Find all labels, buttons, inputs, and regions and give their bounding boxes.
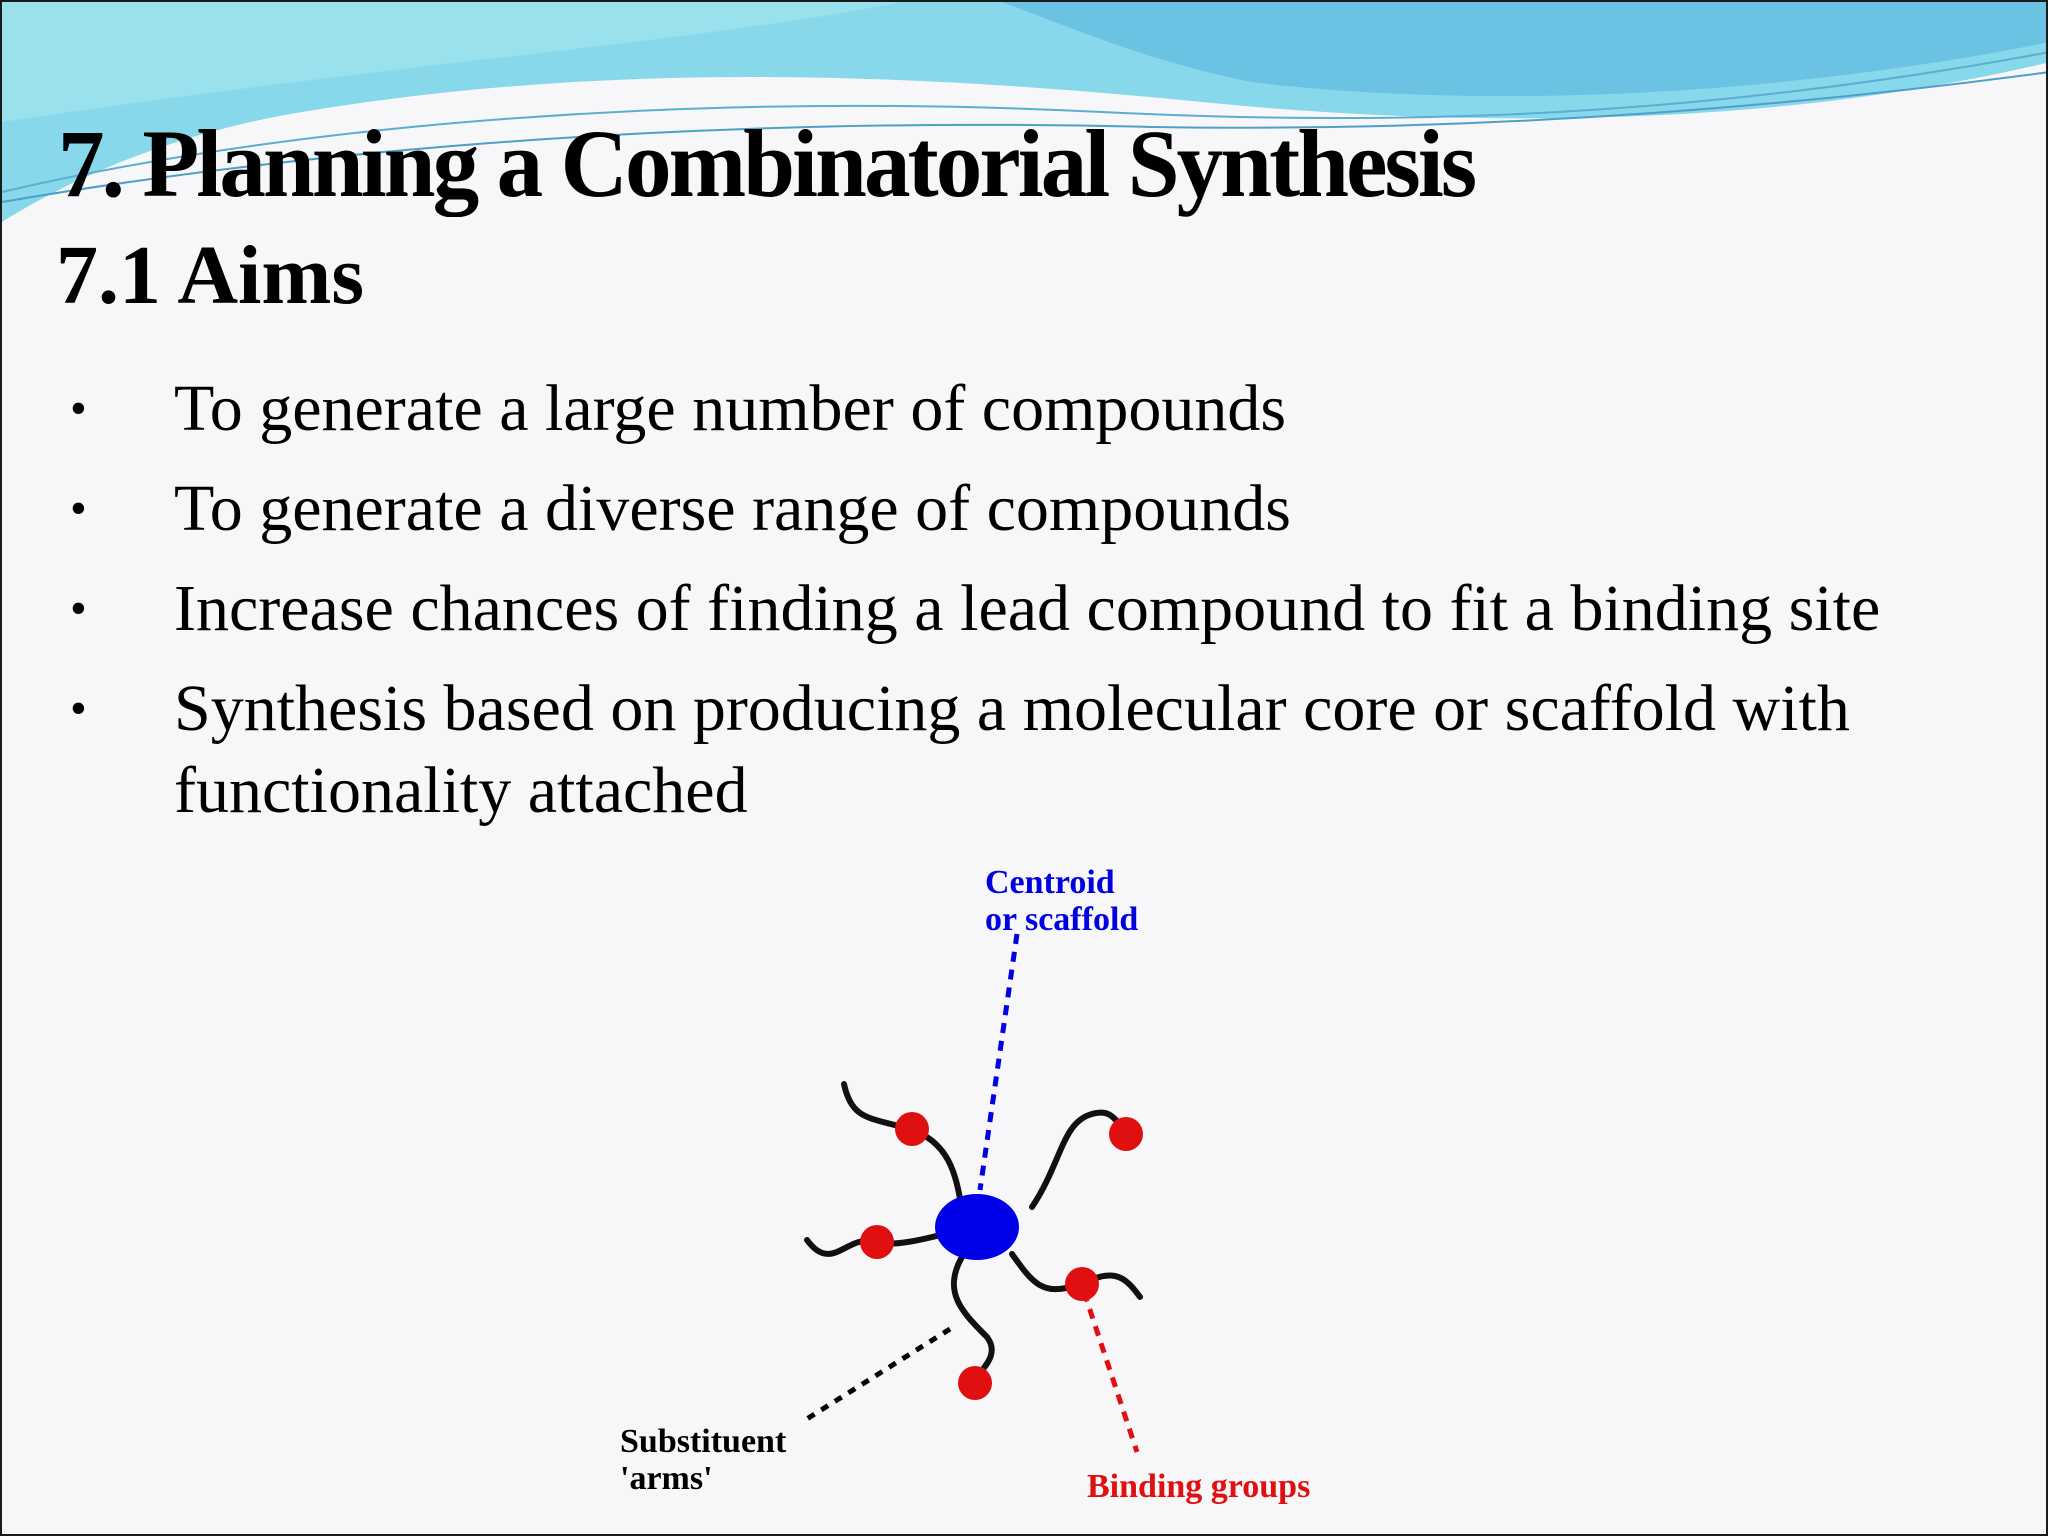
bullet-text: To generate a large number of compounds xyxy=(174,372,1287,445)
bullet-list: • To generate a large number of compound… xyxy=(62,368,2022,850)
bullet-icon: • xyxy=(70,682,87,735)
binding-groups xyxy=(860,1112,1143,1400)
substituent-arms-label: Substituent 'arms' xyxy=(620,1423,787,1497)
bullet-text: To generate a diverse range of compounds xyxy=(174,472,1291,545)
bullet-item: • To generate a large number of compound… xyxy=(62,368,2022,450)
arm xyxy=(950,1254,995,1385)
binding-group xyxy=(958,1366,992,1400)
arm xyxy=(1029,1109,1127,1210)
centroid-scaffold xyxy=(935,1194,1019,1260)
arms-leader-line xyxy=(800,1326,952,1425)
bullet-icon: • xyxy=(70,482,87,535)
bullet-item: • Synthesis based on producing a molecul… xyxy=(62,668,2022,832)
binding-leader-line xyxy=(1081,1291,1140,1453)
binding-group xyxy=(895,1112,929,1146)
binding-groups-label: Binding groups xyxy=(1087,1468,1311,1505)
bullet-item: • To generate a diverse range of compoun… xyxy=(62,468,2022,550)
binding-group xyxy=(1109,1117,1143,1151)
binding-group xyxy=(1065,1267,1099,1301)
binding-group xyxy=(860,1225,894,1259)
header-wave-decoration xyxy=(2,2,2046,222)
bullet-text: Synthesis based on producing a molecular… xyxy=(174,672,1850,827)
centroid-label: Centroid or scaffold xyxy=(985,864,1139,938)
arm xyxy=(841,1081,965,1215)
centroid-leader-line xyxy=(977,933,1020,1191)
bullet-icon: • xyxy=(70,582,87,635)
bullet-item: • Increase chances of finding a lead com… xyxy=(62,568,2022,650)
slide-subtitle: 7.1 Aims xyxy=(56,229,365,322)
bullet-icon: • xyxy=(70,382,87,435)
slide-title: 7. Planning a Combinatorial Synthesis xyxy=(58,110,1477,217)
bullet-text: Increase chances of finding a lead compo… xyxy=(174,572,1881,645)
